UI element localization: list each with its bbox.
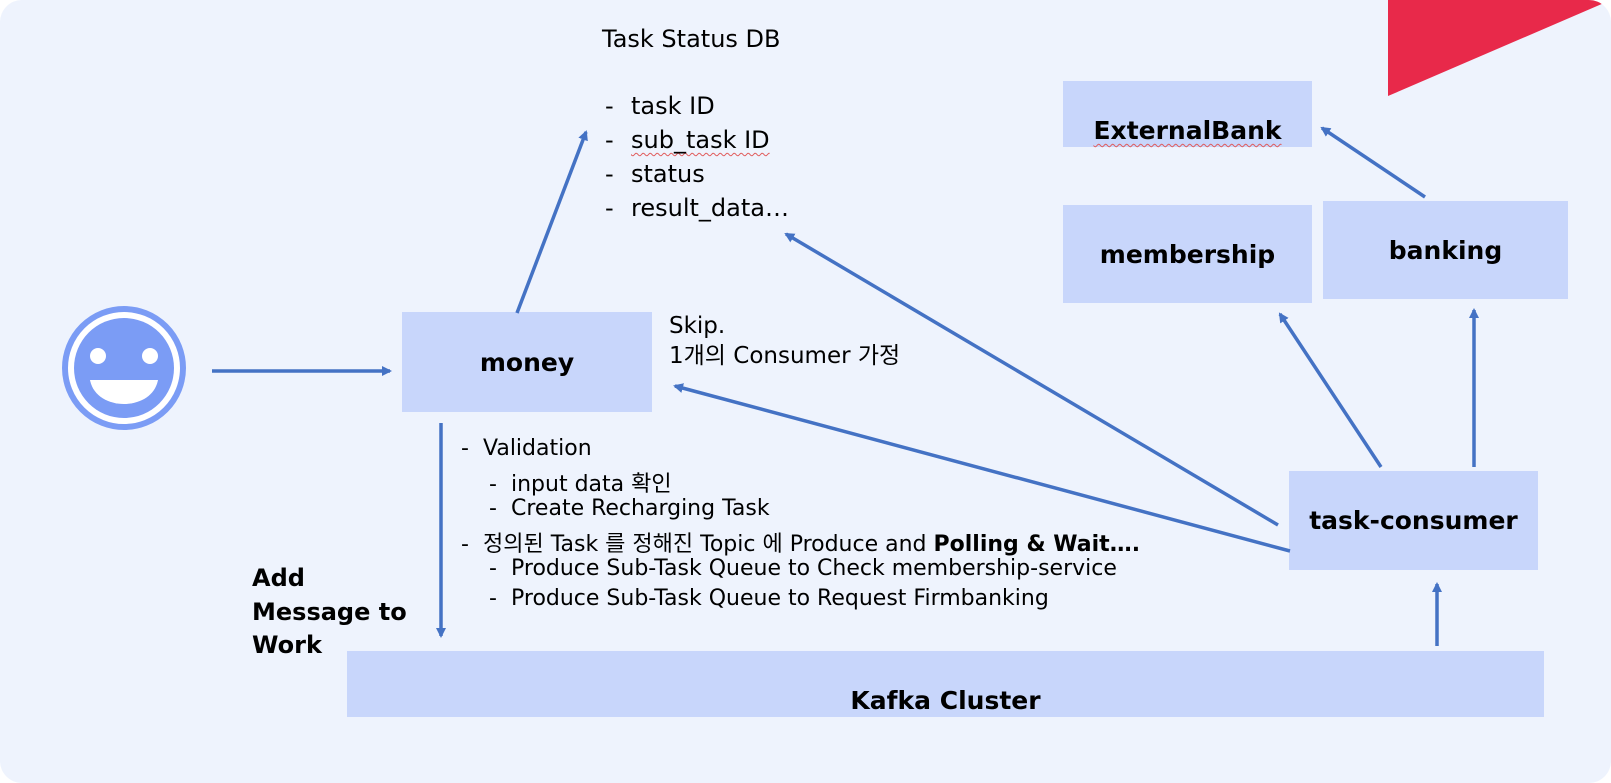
kafka-cluster-box: Kafka Cluster [347, 651, 1544, 717]
banking-box: banking [1323, 201, 1568, 299]
db-field: -result_data… [605, 194, 789, 222]
skip-note-line1: Skip. [669, 313, 726, 339]
skip-note-line2: 1개의 Consumer 가정 [669, 343, 901, 369]
note-produce: -정의된 Task 를 정해진 Topic 에 Produce and Poll… [461, 532, 1141, 557]
kafka-cluster-label: Kafka Cluster [850, 686, 1041, 715]
note-sub-task-firmbanking: -Produce Sub-Task Queue to Request Firmb… [489, 586, 1049, 611]
db-field: -sub_task ID [605, 126, 770, 154]
external-bank-box: ExternalBank [1063, 81, 1312, 147]
arrow-consumer-to-membership [1278, 312, 1383, 468]
add-message-line3: Work [252, 631, 322, 659]
red-triangle-icon [1388, 0, 1611, 96]
note-validation: -Validation [461, 436, 592, 461]
task-consumer-box: task-consumer [1289, 471, 1538, 570]
note-polling-wait: Polling & Wait…. [933, 532, 1141, 557]
note-create-task: -Create Recharging Task [489, 496, 770, 521]
add-message-line1: Add [252, 564, 305, 592]
add-message-line2: Message to [252, 598, 407, 626]
note-sub-task-membership: -Produce Sub-Task Queue to Check members… [489, 556, 1117, 581]
arrow-consumer-to-money [673, 383, 1291, 553]
db-title: Task Status DB [602, 25, 781, 53]
arrow-consumer-to-db [784, 232, 1279, 527]
arrow-banking-to-external-bank [1320, 126, 1426, 199]
money-box: money [402, 312, 652, 412]
db-field: -status [605, 160, 705, 188]
smiley-face-icon [62, 306, 186, 430]
note-input-check: -input data 확인 [489, 472, 672, 497]
membership-box: membership [1063, 205, 1312, 303]
external-bank-label: ExternalBank [1093, 116, 1282, 145]
db-field: -task ID [605, 92, 715, 120]
arrow-money-to-db [515, 130, 588, 314]
